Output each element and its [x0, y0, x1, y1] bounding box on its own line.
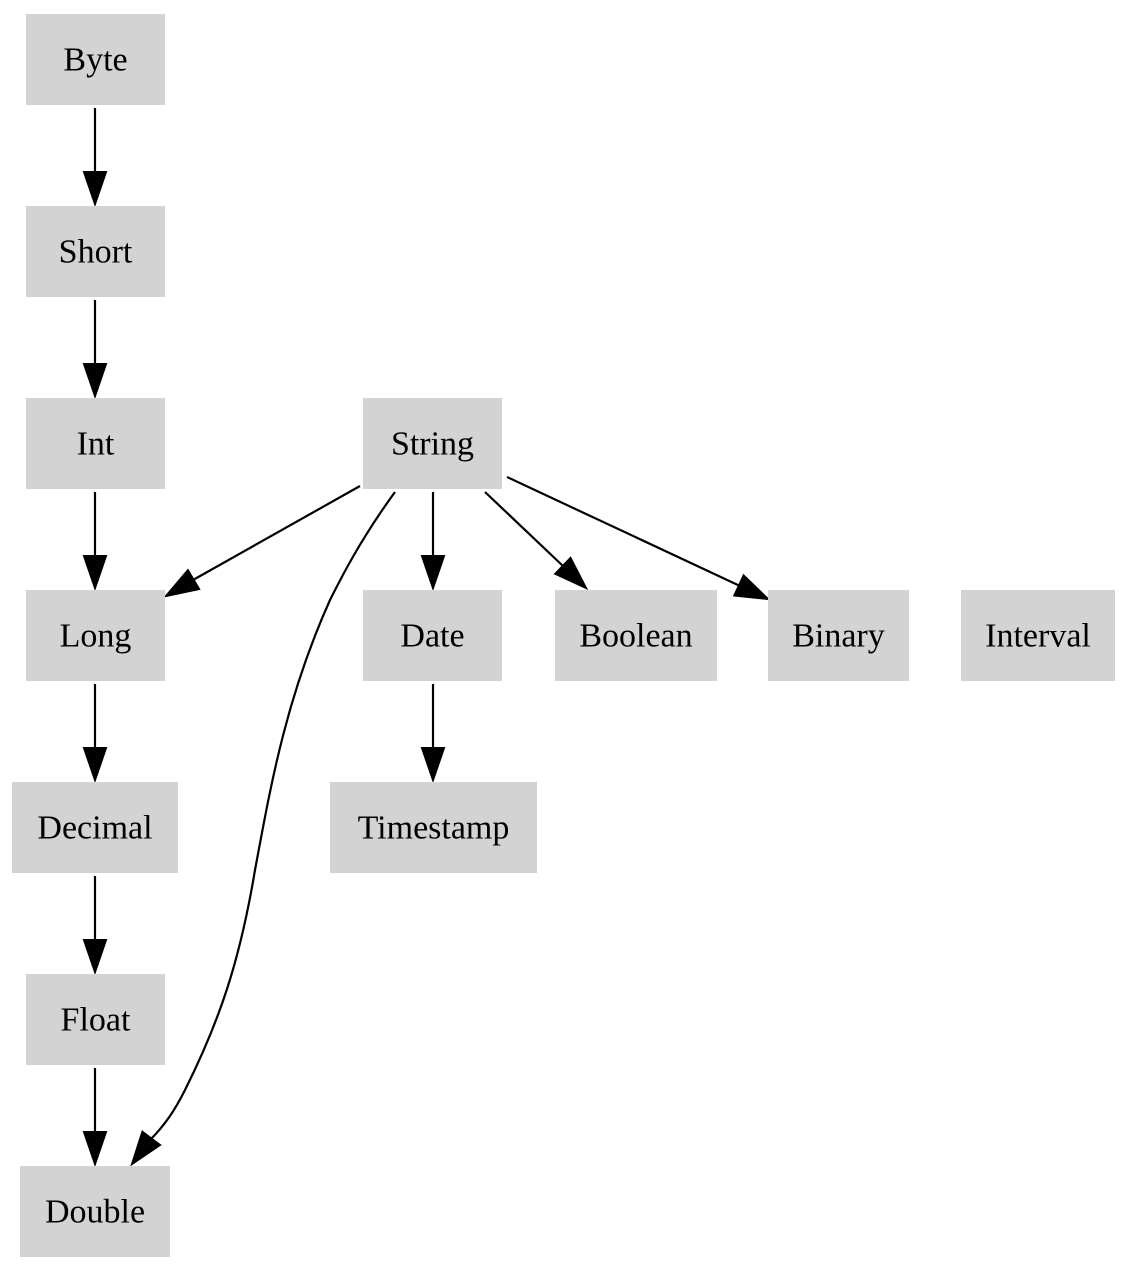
- node-interval: Interval: [961, 590, 1115, 681]
- node-label: Int: [77, 426, 115, 463]
- edge-decimal-float: [82, 876, 108, 976]
- edge-string-double: [130, 491, 396, 1167]
- node-label: Short: [59, 234, 133, 271]
- node-box: [363, 590, 502, 681]
- edge-float-double: [82, 1068, 108, 1168]
- node-box: [26, 206, 165, 297]
- node-box: [330, 782, 537, 873]
- node-double: Double: [20, 1166, 170, 1257]
- edge-string-binary: [506, 476, 771, 601]
- edge-date-timestamp: [420, 684, 446, 784]
- node-binary: Binary: [768, 590, 909, 681]
- node-label: Boolean: [579, 618, 692, 655]
- node-box: [20, 1166, 170, 1257]
- edge-string-date: [420, 492, 446, 592]
- edge-string-boolean: [484, 491, 589, 591]
- edge-line: [484, 491, 564, 567]
- node-label: Float: [61, 1002, 131, 1039]
- node-box: [26, 398, 165, 489]
- arrowhead-icon: [82, 1131, 108, 1168]
- arrowhead-icon: [553, 556, 589, 591]
- node-label: Interval: [985, 618, 1091, 655]
- node-label: Date: [400, 618, 464, 655]
- arrowhead-icon: [420, 747, 446, 784]
- node-box: [26, 14, 165, 105]
- arrowhead-icon: [82, 363, 108, 400]
- node-label: Byte: [63, 42, 127, 79]
- arrowhead-icon: [82, 939, 108, 976]
- edges-layer: [82, 108, 771, 1168]
- node-box: [768, 590, 909, 681]
- node-box: [26, 974, 165, 1065]
- node-boolean: Boolean: [555, 590, 717, 681]
- node-short: Short: [26, 206, 165, 297]
- edge-long-decimal: [82, 684, 108, 784]
- node-label: Double: [45, 1194, 145, 1231]
- node-string: String: [363, 398, 502, 489]
- node-int: Int: [26, 398, 165, 489]
- edge-string-long: [163, 485, 361, 598]
- arrowhead-icon: [82, 555, 108, 592]
- node-box: [363, 398, 502, 489]
- node-box: [26, 590, 165, 681]
- edge-int-long: [82, 492, 108, 592]
- node-label: String: [391, 426, 474, 463]
- node-label: Timestamp: [358, 810, 510, 847]
- edge-short-int: [82, 300, 108, 400]
- arrowhead-icon: [82, 747, 108, 784]
- node-box: [12, 782, 178, 873]
- node-float: Float: [26, 974, 165, 1065]
- arrowhead-icon: [163, 568, 201, 598]
- arrowhead-icon: [82, 171, 108, 208]
- arrowhead-icon: [420, 555, 446, 592]
- node-decimal: Decimal: [12, 782, 178, 873]
- node-label: Long: [60, 618, 132, 655]
- node-byte: Byte: [26, 14, 165, 105]
- node-label: Binary: [792, 618, 885, 655]
- node-label: Decimal: [37, 810, 152, 847]
- edge-line: [192, 485, 361, 581]
- arrowhead-icon: [732, 573, 771, 601]
- edge-byte-short: [82, 108, 108, 208]
- node-date: Date: [363, 590, 502, 681]
- node-timestamp: Timestamp: [330, 782, 537, 873]
- node-box: [961, 590, 1115, 681]
- node-long: Long: [26, 590, 165, 681]
- node-box: [555, 590, 717, 681]
- edge-line: [506, 476, 741, 587]
- arrowhead-icon: [130, 1130, 162, 1167]
- edge-line: [149, 491, 396, 1141]
